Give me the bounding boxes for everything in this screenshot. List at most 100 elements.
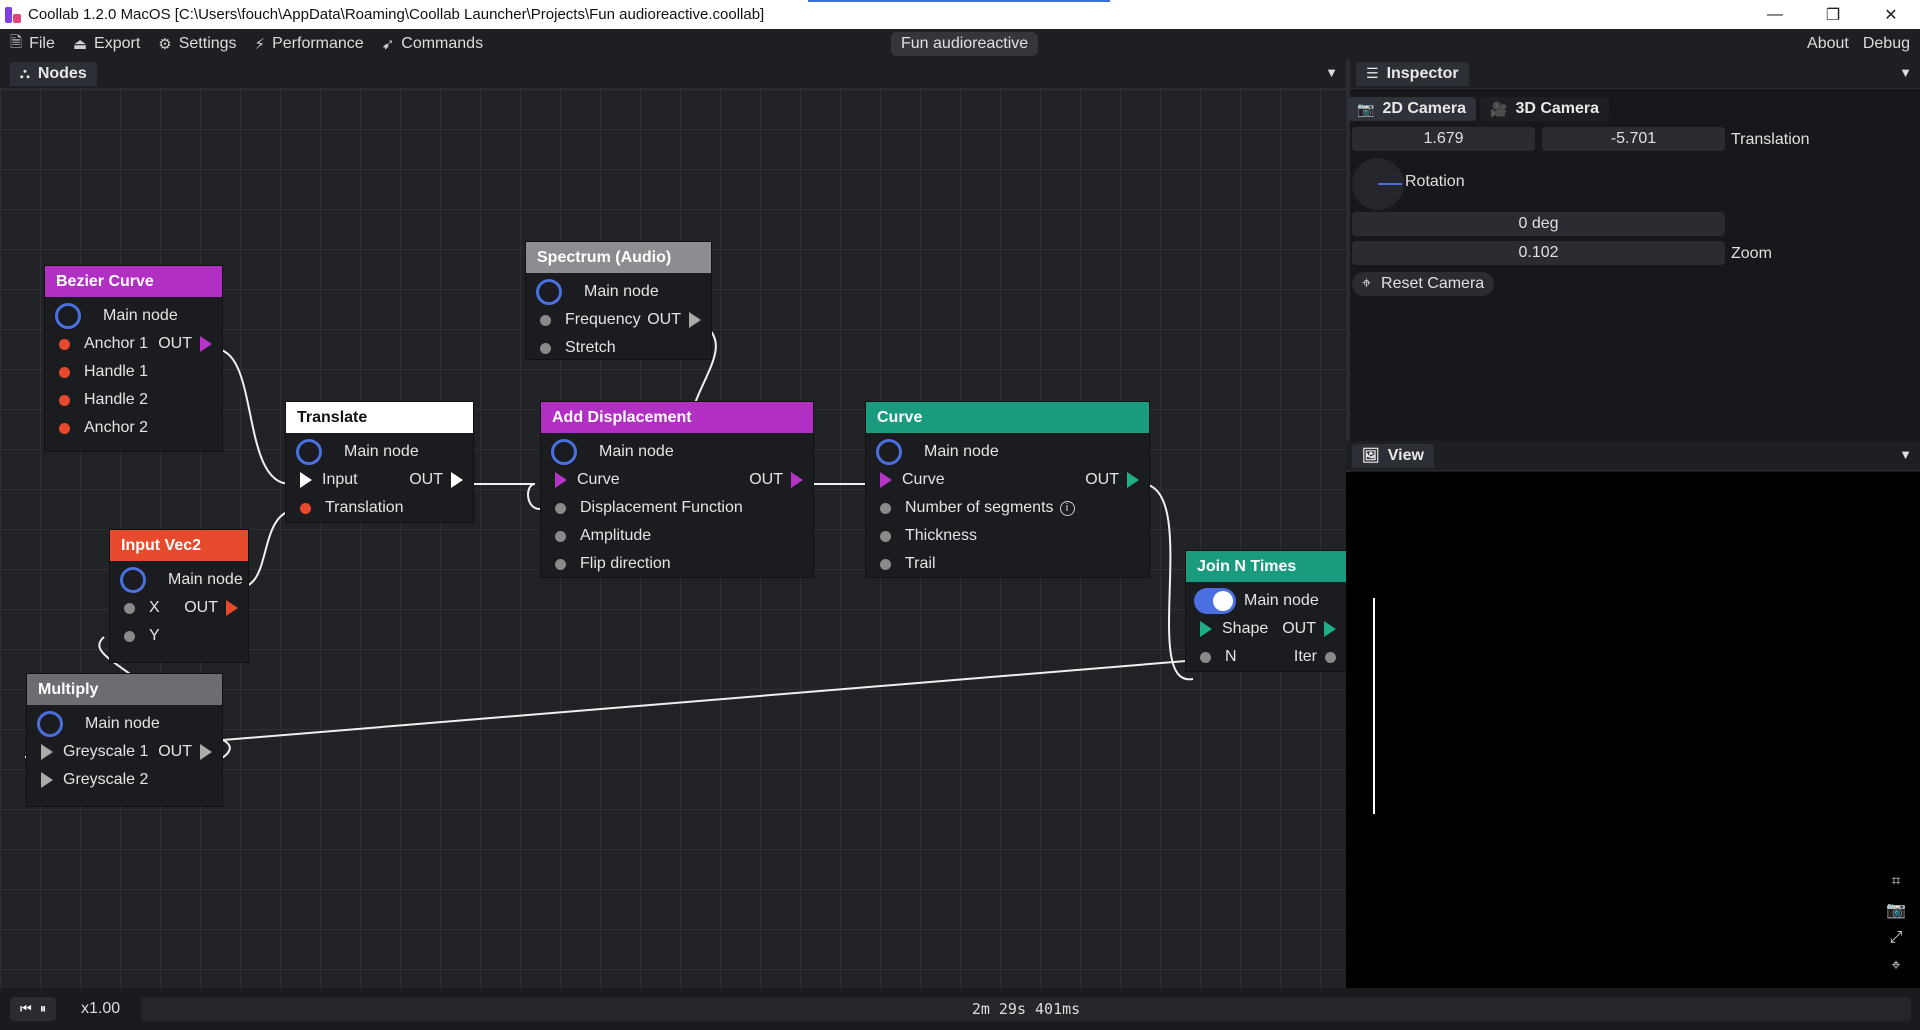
input-pin[interactable] — [300, 472, 312, 488]
input-pin[interactable] — [540, 342, 551, 354]
restart-icon[interactable]: ⏮ — [20, 1001, 32, 1016]
menu-file[interactable]: 🗎 File — [10, 32, 55, 57]
playback-speed[interactable]: x1.00 — [81, 1000, 121, 1017]
output-pin[interactable] — [1127, 472, 1139, 488]
maximize-button[interactable]: ❐ — [1825, 6, 1841, 24]
node-bezier-curve[interactable]: Bezier Curve Main node Anchor 1 OUT Hand… — [45, 266, 222, 451]
input-pin[interactable] — [555, 558, 566, 570]
tab-inspector[interactable]: ☰ Inspector — [1356, 61, 1469, 86]
camera-icon: 📷 — [1357, 100, 1375, 117]
output-pin[interactable] — [791, 472, 803, 488]
menu-about[interactable]: About — [1807, 35, 1849, 52]
menu-performance[interactable]: ⚡ Performance — [255, 35, 364, 53]
main-node-toggle[interactable] — [551, 439, 577, 465]
input-pin[interactable] — [41, 772, 53, 788]
input-pin[interactable] — [59, 366, 70, 378]
tab-2d-camera[interactable]: 📷 2D Camera — [1347, 97, 1477, 121]
input-pin[interactable] — [59, 422, 70, 434]
pin-label: Greyscale 2 — [63, 771, 149, 788]
translation-x-field[interactable]: 1.679 — [1352, 127, 1535, 151]
input-pin[interactable] — [880, 502, 891, 514]
output-pin[interactable] — [226, 600, 238, 616]
rotation-knob[interactable] — [1352, 158, 1404, 210]
menu-debug[interactable]: Debug — [1862, 35, 1910, 52]
main-node-toggle[interactable] — [536, 279, 562, 305]
input-pin[interactable] — [1200, 621, 1212, 637]
main-node-label: Main node — [584, 283, 659, 300]
input-pin[interactable] — [555, 502, 566, 514]
main-node-toggle[interactable] — [296, 439, 322, 465]
node-input-vec2[interactable]: Input Vec2 Main node X OUT Y — [110, 530, 248, 662]
node-header[interactable]: Curve — [866, 402, 1149, 433]
render-view[interactable] — [1346, 472, 1920, 988]
node-join-n-times[interactable]: Join N Times Main node Shape OUT N Iter — [1186, 551, 1346, 671]
close-button[interactable]: ✕ — [1884, 6, 1898, 24]
rotation-degrees-field[interactable]: 0 deg — [1352, 212, 1725, 236]
input-pin[interactable] — [59, 338, 70, 350]
node-add-displacement[interactable]: Add Displacement Main node Curve OUT Dis… — [541, 402, 813, 577]
input-pin[interactable] — [880, 530, 891, 542]
output-pin[interactable] — [200, 336, 212, 352]
time-display[interactable]: 2m 29s 401ms — [141, 997, 1911, 1021]
tab-3d-camera[interactable]: 🎥 3D Camera — [1480, 97, 1610, 121]
menu-export[interactable]: ⏏ Export — [73, 35, 140, 53]
zoom-field[interactable]: 0.102 — [1352, 241, 1725, 265]
input-pin[interactable] — [41, 744, 53, 760]
crop-icon[interactable]: ⌗ — [1891, 873, 1901, 890]
input-pin[interactable] — [540, 314, 551, 326]
main-node-toggle[interactable] — [120, 567, 146, 593]
input-pin[interactable] — [59, 394, 70, 406]
main-node-label: Main node — [168, 571, 243, 588]
screenshot-camera-icon[interactable]: 📷 — [1886, 902, 1906, 919]
tab-view[interactable]: 🖼 View — [1352, 443, 1434, 468]
window-controls: — ❐ ✕ — [1746, 0, 1920, 29]
fullscreen-icon[interactable]: ⤢ — [1889, 929, 1903, 946]
crosshair-icon[interactable]: ⌖ — [1891, 957, 1901, 974]
output-pin[interactable] — [1324, 621, 1336, 637]
menu-settings[interactable]: ⚙ Settings — [158, 35, 236, 53]
input-pin[interactable] — [555, 472, 567, 488]
translation-y-field[interactable]: -5.701 — [1542, 127, 1725, 151]
input-pin[interactable] — [880, 472, 892, 488]
node-editor-canvas[interactable]: Bezier Curve Main node Anchor 1 OUT Hand… — [0, 89, 1346, 988]
input-pin[interactable] — [555, 530, 566, 542]
pause-icon[interactable]: ⏸ — [39, 1001, 47, 1016]
inspector-panel-menu-icon[interactable]: ▼ — [1899, 65, 1912, 80]
input-pin[interactable] — [124, 630, 135, 642]
tab-nodes[interactable]: ⛬ Nodes — [10, 61, 97, 86]
node-header[interactable]: Bezier Curve — [45, 266, 222, 297]
node-spectrum-audio[interactable]: Spectrum (Audio) Main node Frequency OUT… — [526, 242, 711, 359]
info-icon[interactable]: i — [1059, 500, 1075, 516]
view-panel-menu-icon[interactable]: ▼ — [1899, 447, 1912, 462]
node-header[interactable]: Spectrum (Audio) — [526, 242, 711, 273]
tab-view-label: View — [1387, 446, 1424, 464]
input-pin[interactable] — [880, 558, 891, 570]
out-label: OUT — [409, 471, 443, 488]
reset-camera-button[interactable]: ⌖ Reset Camera — [1352, 272, 1495, 296]
main-node-toggle[interactable] — [37, 711, 63, 737]
input-pin[interactable] — [124, 602, 135, 614]
output-pin[interactable] — [451, 472, 463, 488]
output-pin[interactable] — [200, 744, 212, 760]
node-header[interactable]: Input Vec2 — [110, 530, 248, 561]
nodes-icon: ⛬ — [20, 65, 30, 81]
input-pin[interactable] — [1200, 651, 1211, 663]
out-label: OUT — [158, 335, 192, 352]
node-multiply[interactable]: Multiply Main node Greyscale 1 OUT Greys… — [27, 674, 222, 806]
minimize-button[interactable]: — — [1767, 5, 1783, 23]
main-node-toggle[interactable] — [876, 439, 902, 465]
output-pin[interactable] — [1325, 651, 1336, 663]
node-header[interactable]: Join N Times — [1186, 551, 1346, 582]
node-header[interactable]: Translate — [286, 402, 473, 433]
project-name[interactable]: Fun audioreactive — [891, 32, 1039, 56]
input-pin[interactable] — [300, 502, 311, 514]
node-header[interactable]: Add Displacement — [541, 402, 813, 433]
output-pin[interactable] — [689, 312, 701, 328]
node-curve[interactable]: Curve Main node Curve OUT Number of segm… — [866, 402, 1149, 577]
menu-commands[interactable]: ➹ Commands — [382, 35, 483, 53]
node-translate[interactable]: Translate Main node Input OUT Translatio… — [286, 402, 473, 522]
nodes-panel-menu-icon[interactable]: ▼ — [1325, 65, 1338, 80]
main-node-toggle[interactable] — [55, 303, 81, 329]
node-header[interactable]: Multiply — [27, 674, 222, 705]
main-node-toggle[interactable] — [1194, 588, 1236, 614]
